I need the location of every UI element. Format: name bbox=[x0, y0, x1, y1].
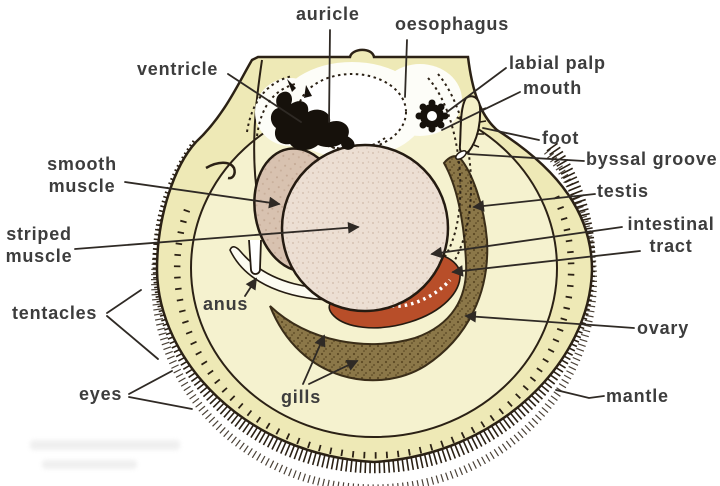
label-eyes: eyes bbox=[79, 384, 123, 404]
label-auricle: auricle bbox=[296, 4, 360, 24]
leader-line-anus bbox=[244, 277, 257, 297]
label-ovary: ovary bbox=[637, 318, 690, 338]
leader-line-tentacles-1 bbox=[106, 289, 142, 314]
anus-shape bbox=[248, 239, 262, 275]
intestinal-dotted-lines bbox=[427, 73, 473, 269]
leader-lines bbox=[74, 29, 641, 410]
leader-line-smooth-muscle bbox=[124, 181, 281, 209]
mantle-eye-ticks bbox=[173, 190, 575, 459]
leader-line-auricle bbox=[328, 29, 331, 123]
label-byssal-groove: byssal groove bbox=[586, 149, 718, 169]
heart-spikes bbox=[287, 79, 355, 150]
label-anus: anus bbox=[203, 294, 249, 314]
leader-line-intestinal-tract-1 bbox=[430, 226, 623, 259]
label-striped-muscle: striped muscle bbox=[5, 224, 73, 266]
label-ventricle: ventricle bbox=[137, 59, 219, 79]
striped-muscle-shape bbox=[280, 143, 450, 313]
gills-shape bbox=[269, 155, 489, 382]
leader-line-byssal-groove bbox=[467, 153, 585, 162]
leader-line-labial-palp bbox=[446, 67, 507, 113]
label-mantle: mantle bbox=[606, 386, 669, 406]
intestine-loop-dotted bbox=[379, 256, 452, 308]
leader-line-foot bbox=[482, 127, 540, 141]
leader-line-testis bbox=[472, 193, 596, 212]
label-tentacles: tentacles bbox=[12, 303, 98, 323]
leader-line-tentacles-2 bbox=[106, 315, 159, 360]
leader-line-mantle bbox=[555, 389, 605, 399]
label-smooth-muscle: smooth muscle bbox=[47, 154, 117, 196]
label-testis: testis bbox=[597, 181, 649, 201]
leader-line-eyes-2 bbox=[128, 396, 193, 410]
leader-line-ovary bbox=[464, 310, 635, 329]
label-foot: foot bbox=[542, 128, 580, 148]
label-mouth: mouth bbox=[523, 78, 582, 98]
leader-line-gills-1 bbox=[302, 334, 326, 385]
label-labial-palp: labial palp bbox=[509, 53, 606, 73]
label-oesophagus: oesophagus bbox=[395, 14, 510, 34]
leader-line-mouth bbox=[441, 91, 521, 131]
heart-shape bbox=[270, 91, 349, 151]
scan-artifact bbox=[30, 440, 180, 450]
leader-line-ventricle bbox=[227, 73, 302, 123]
labial-palp-shape bbox=[415, 99, 449, 133]
leader-line-oesophagus bbox=[404, 39, 408, 98]
label-intestinal-tract: intestinal tract bbox=[627, 214, 715, 256]
byssal-groove-shape bbox=[455, 150, 467, 160]
leader-line-gills-2 bbox=[308, 360, 359, 385]
leader-line-intestinal-tract-2 bbox=[451, 250, 641, 277]
leader-line-eyes-1 bbox=[128, 370, 173, 395]
scan-artifact bbox=[42, 460, 137, 469]
leader-line-striped-muscle bbox=[74, 221, 360, 250]
label-gills: gills bbox=[281, 387, 322, 407]
mantle-fold-hook bbox=[205, 161, 236, 180]
